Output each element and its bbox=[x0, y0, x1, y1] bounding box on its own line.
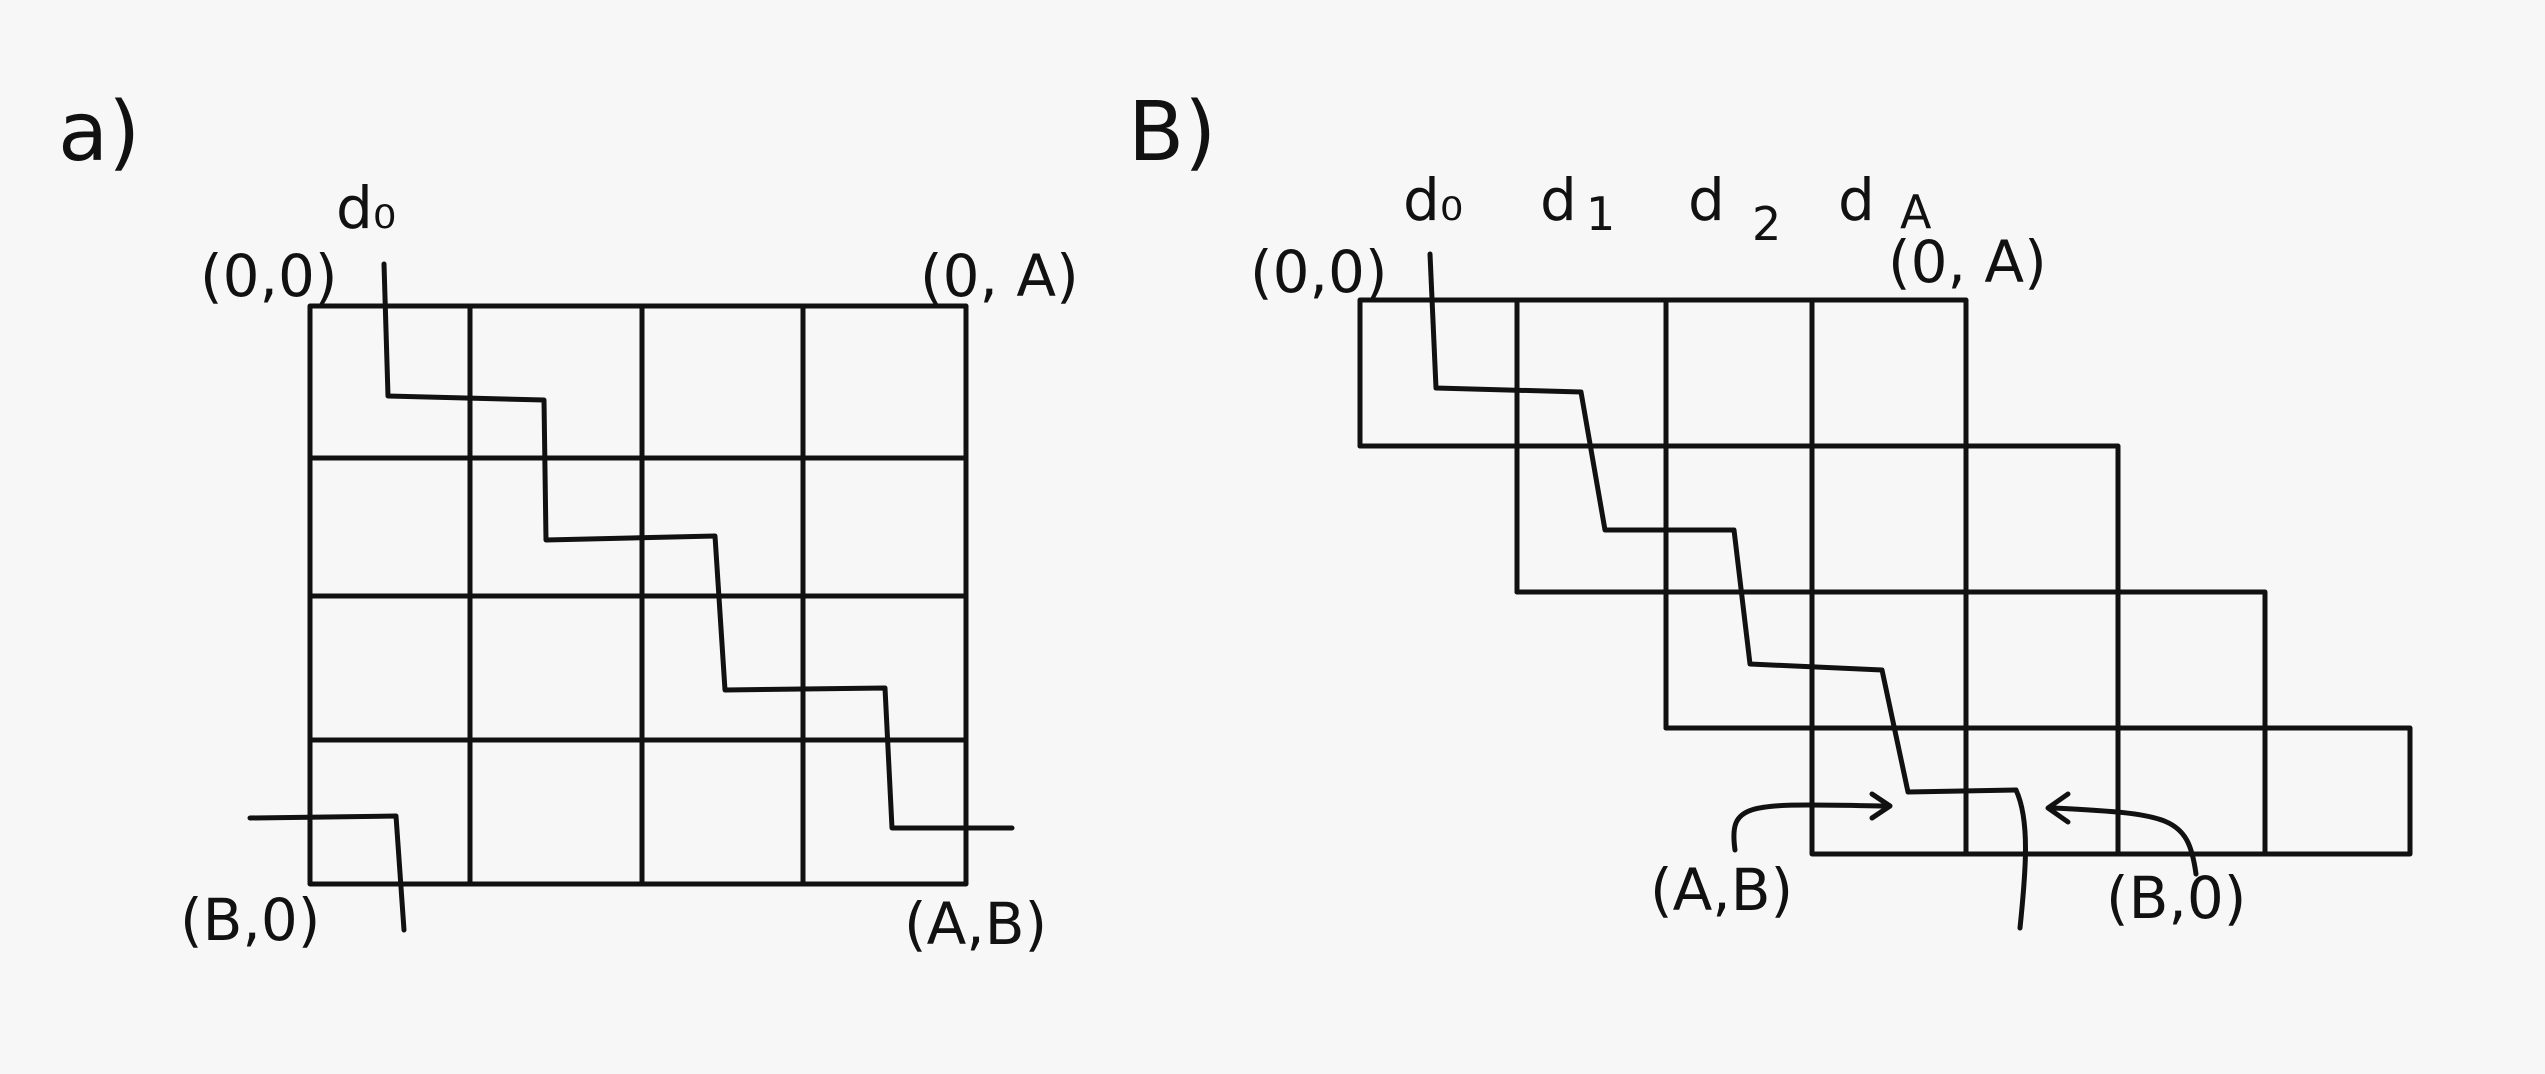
panel-b-d2-label: d bbox=[1688, 166, 1725, 234]
panel-a-corner-top-right: (0, A) bbox=[920, 242, 1079, 310]
panel-a-corner-bottom-left: (B,0) bbox=[180, 886, 320, 954]
panel-b-d1-label: d bbox=[1540, 166, 1577, 234]
panel-b-corner-top-left: (0,0) bbox=[1250, 238, 1388, 306]
panel-b-label: B) bbox=[1128, 85, 1216, 180]
panel-a: a) d₀ (0,0) (0, A) (B,0) (A,B) bbox=[58, 85, 1079, 958]
panel-a-d0-label: d₀ bbox=[336, 174, 396, 242]
panel-b-corner-bottom-left: (A,B) bbox=[1650, 856, 1793, 924]
panel-b-grid bbox=[1357, 297, 2413, 857]
panel-b-right-arrowhead bbox=[2045, 791, 2071, 825]
panel-b-right-arrow-curve bbox=[2051, 805, 2199, 877]
panel-b-d0-label: d₀ bbox=[1403, 166, 1463, 234]
panel-b-corner-top-right: (0, A) bbox=[1888, 228, 2047, 296]
panel-b-d1-subscript: 1 bbox=[1586, 187, 1615, 241]
panel-b-d2-subscript: 2 bbox=[1752, 197, 1781, 251]
panel-b-left-arrowhead bbox=[1869, 791, 1893, 821]
panel-a-bottom-left-hook bbox=[247, 813, 407, 933]
panel-a-diagonal-path bbox=[381, 261, 1015, 831]
panel-a-label: a) bbox=[58, 85, 140, 180]
panel-b-corner-bottom-right: (B,0) bbox=[2106, 864, 2246, 932]
panel-b-diagonal-path bbox=[1427, 251, 2019, 795]
panel-b-staircase-outline bbox=[1357, 297, 2413, 857]
panel-b-da-label: d bbox=[1838, 166, 1875, 234]
panel-b-da-subscript: A bbox=[1900, 185, 1932, 239]
panel-a-grid bbox=[307, 303, 969, 887]
panel-b-vertical-tail bbox=[2013, 787, 2028, 931]
panel-a-corner-top-left: (0,0) bbox=[200, 242, 338, 310]
panel-b: B) d₀ d 1 d 2 d A (0,0) (0, A) (A,B) (B,… bbox=[1128, 85, 2413, 932]
panel-b-left-arrow-curve bbox=[1731, 802, 1889, 853]
panel-a-corner-bottom-right: (A,B) bbox=[904, 890, 1047, 958]
